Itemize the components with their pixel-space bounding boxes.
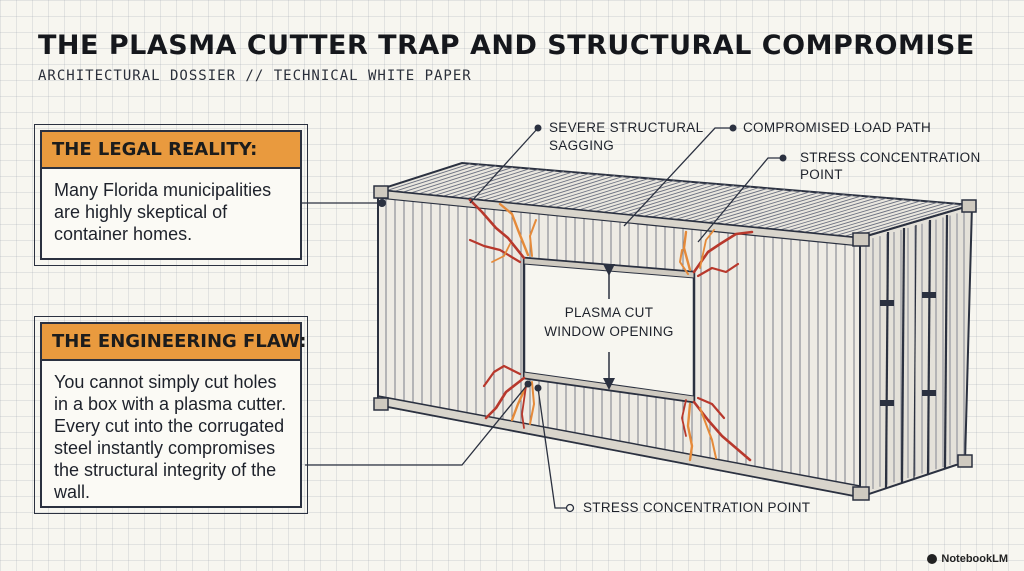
- legal-reality-panel: THE LEGAL REALITY: Many Florida municipa…: [34, 124, 308, 266]
- callout-leaders: [302, 127, 783, 509]
- notebooklm-logo-icon: [927, 554, 938, 564]
- engineering-flaw-heading: THE ENGINEERING FLAW:: [42, 324, 306, 361]
- window-label-line1: PLASMA CUT: [565, 305, 654, 320]
- callout-compromised-load-path: COMPROMISED LOAD PATH: [743, 120, 931, 135]
- roof-corrugation: [385, 163, 964, 238]
- callout-stress-top-line1: STRESS CONCENTRATION: [800, 150, 981, 165]
- engineering-flaw-panel: THE ENGINEERING FLAW: You cannot simply …: [34, 316, 308, 514]
- notebooklm-watermark: NotebookLM: [927, 553, 1008, 565]
- page-subtitle: ARCHITECTURAL DOSSIER // TECHNICAL WHITE…: [38, 68, 472, 84]
- engineering-flaw-text: You cannot simply cut holes in a box wit…: [54, 372, 287, 502]
- callout-markers: [378, 124, 787, 392]
- corner-castings: [373, 185, 977, 501]
- callout-severe-sagging-line2: SAGGING: [549, 138, 614, 153]
- legal-reality-heading: THE LEGAL REALITY:: [42, 132, 300, 169]
- plasma-cut-window-opening: PLASMA CUT WINDOW OPENING: [522, 256, 696, 404]
- brand-label: NotebookLM: [941, 553, 1008, 565]
- container-end-doors: [859, 203, 974, 499]
- page-title: THE PLASMA CUTTER TRAP AND STRUCTURAL CO…: [38, 30, 975, 61]
- callout-marker-bottom: [565, 503, 575, 513]
- callout-stress-bottom: STRESS CONCENTRATION POINT: [583, 500, 810, 515]
- callout-severe-sagging-line1: SEVERE STRUCTURAL: [549, 120, 704, 135]
- legal-reality-text: Many Florida municipalities are highly s…: [54, 180, 272, 244]
- callout-stress-top-line2: POINT: [800, 167, 843, 182]
- window-label-line2: WINDOW OPENING: [544, 324, 673, 339]
- stress-cracks: [468, 198, 754, 462]
